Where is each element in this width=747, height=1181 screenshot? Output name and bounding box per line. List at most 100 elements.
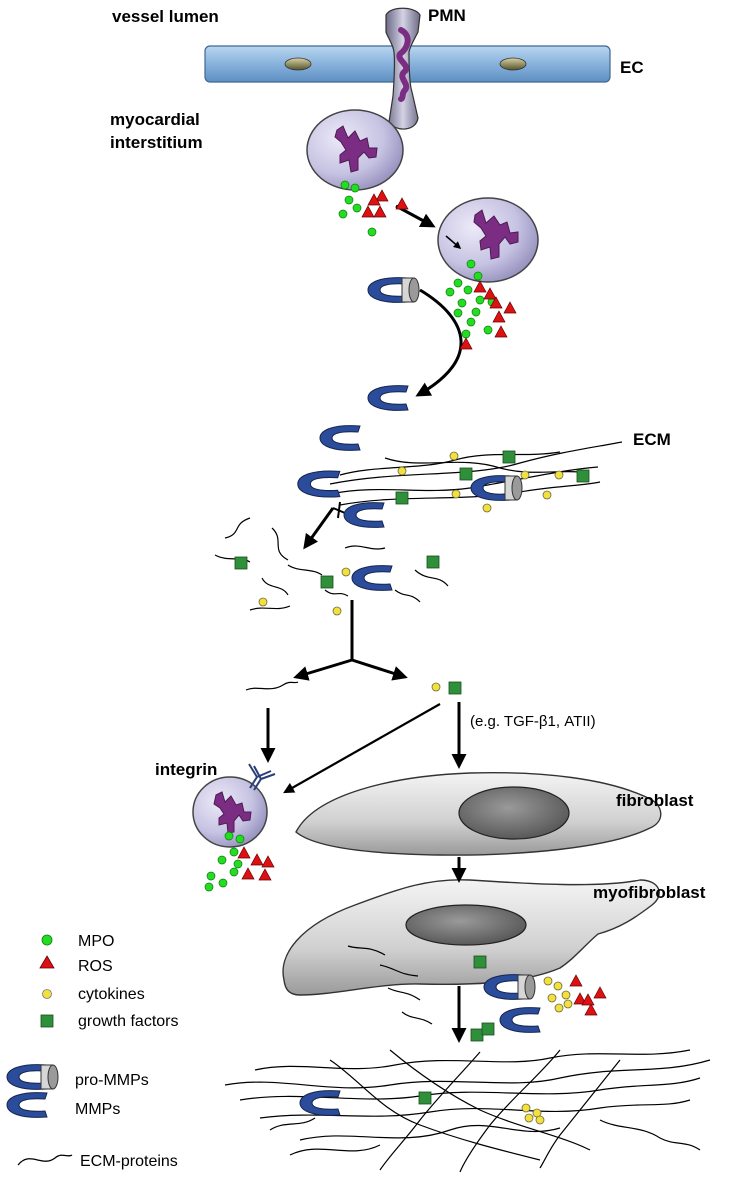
legend-ecm-proteins-label: ECM-proteins [80, 1153, 178, 1170]
mpo-granule [218, 878, 228, 888]
mmp [343, 502, 385, 528]
mmp-shape [499, 1007, 541, 1033]
legend-mmps-label: MMPs [75, 1101, 120, 1118]
secreted-ecm-strands [347, 945, 433, 1025]
legend-pro-mmp-icon-prodomain-cap [47, 1064, 59, 1090]
mpo-granule [340, 180, 350, 190]
legend-mpo-icon [41, 934, 53, 946]
ros-molecule [503, 301, 517, 314]
legend-pro-mmps-label: pro-MMPs [75, 1072, 149, 1089]
legend-ros-label: ROS [78, 958, 113, 975]
cytokine [449, 451, 459, 461]
growth-factor [470, 1028, 484, 1042]
ros-molecule [241, 867, 255, 880]
label-growth-factor-examples: (e.g. TGF-β1, ATII) [470, 713, 596, 730]
mpo-granule [350, 183, 360, 193]
mpo-granule [453, 308, 463, 318]
cytokine [258, 597, 268, 607]
arrow-inner-neutrophil [445, 235, 462, 249]
legend-mpo-label: MPO [78, 933, 114, 950]
transmigrating-pmn [385, 7, 421, 130]
mpo-granule [206, 871, 216, 881]
mpo-granule [235, 834, 245, 844]
pro-mmp [470, 475, 523, 501]
label-ecm: ECM [633, 430, 671, 449]
pro-mmp [367, 277, 420, 303]
myofibroblast-nucleus [405, 904, 527, 946]
pro-mmp [483, 974, 536, 1000]
growth-factor [234, 556, 248, 570]
ros-molecule [373, 205, 387, 218]
ros-molecule [473, 280, 487, 293]
ros-molecule [581, 993, 595, 1006]
cytokine [554, 1003, 564, 1013]
cytokine [524, 1113, 534, 1123]
cytokine [431, 682, 441, 692]
myofibroblast-cell [282, 879, 660, 996]
pro-mmp-prodomain-cap [524, 974, 536, 1000]
pro-mmp-prodomain-cap [511, 475, 523, 501]
mpo-granule [229, 847, 239, 857]
particles [204, 180, 607, 1125]
legend-growth-factors-label: growth factors [78, 1013, 178, 1030]
mmp-molecules [6, 277, 541, 1118]
fibroblast-nucleus [458, 786, 570, 840]
arrow-factors-to-neutrophil [283, 703, 441, 794]
ros-molecule [237, 846, 251, 859]
growth-factor [418, 1091, 432, 1105]
mpo-granule [471, 307, 481, 317]
legend-cytokine-icon [42, 989, 52, 999]
legend-cytokines-label: cytokines [78, 986, 145, 1003]
label-interstitium: interstitium [110, 133, 203, 152]
growth-factor [502, 450, 516, 464]
cytokine [542, 490, 552, 500]
cytokine [451, 489, 461, 499]
growth-factor [395, 491, 409, 505]
ros-molecule [584, 1003, 598, 1016]
growth-factor [481, 1022, 495, 1036]
legend-ros-icon [39, 955, 55, 969]
mmp [299, 1090, 341, 1116]
cytokine [397, 466, 407, 476]
growth-factor [426, 555, 440, 569]
mpo-granule [445, 287, 455, 297]
mpo-granule [233, 859, 243, 869]
legend-pro-mmp-icon [6, 1064, 59, 1090]
mpo-granule [217, 855, 227, 865]
inhibition-mark [332, 501, 346, 519]
label-myocardial: myocardial [110, 110, 200, 129]
endothelial-nucleus [499, 57, 527, 71]
arrow-pro-mmp-activation [415, 288, 463, 397]
ros-molecule [573, 992, 587, 1005]
mmp-shape [351, 565, 393, 591]
mmp [297, 470, 341, 498]
mmp-shape [299, 1090, 341, 1116]
ros-molecule [593, 986, 607, 999]
cytokine [561, 990, 571, 1000]
mpo-granule [457, 298, 467, 308]
label-myofibroblast: myofibroblast [593, 883, 706, 902]
mmp-shape [367, 385, 409, 411]
mmp [499, 1007, 541, 1033]
mpo-granule [473, 271, 483, 281]
fibroblast-cell [295, 772, 662, 856]
cytokine [535, 1115, 545, 1125]
pro-mmp-prodomain-cap [408, 277, 420, 303]
mpo-granule [224, 831, 234, 841]
ros-molecule [483, 287, 497, 300]
cytokine [521, 1103, 531, 1113]
ros-molecule [261, 855, 275, 868]
growth-factor [576, 469, 590, 483]
cytokine [482, 503, 492, 513]
mpo-granule [229, 867, 239, 877]
ros-molecule [258, 868, 272, 881]
ros-molecule [569, 974, 583, 987]
ros-molecule [459, 337, 473, 350]
cytokine [520, 470, 530, 480]
neutrophil-integrin [192, 763, 276, 848]
cytokine [563, 999, 573, 1009]
integrin-receptor-icon [248, 763, 276, 791]
arrows [260, 204, 467, 1043]
mmp [351, 565, 393, 591]
